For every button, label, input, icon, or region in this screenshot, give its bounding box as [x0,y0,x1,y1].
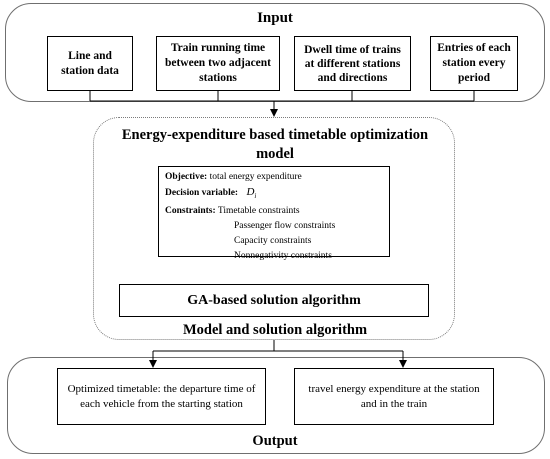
input-box-dwell-time: Dwell time of trains at different statio… [294,36,411,91]
input-box-station-entries: Entries of each station every period [430,36,518,91]
input-title: Input [257,10,293,26]
decision-variable-symbol: Di [246,186,257,201]
objective-text: total energy expenditure [209,172,302,182]
decision-variable-label: Decision variable: [165,188,239,198]
ga-algorithm-box: GA-based solution algorithm [119,284,429,317]
output-box-energy-expenditure: travel energy expenditure at the station… [294,368,494,425]
decision-variable-row: Decision variable: Di [165,185,383,204]
objective-label: Objective: [165,172,208,182]
model-formulation-box: Objective: total energy expenditure Deci… [158,166,390,261]
model-title: Energy-expenditure based timetable optim… [121,127,429,162]
model-group [93,117,455,340]
constraint-item: Nonnegativity constraints [234,251,332,262]
constraint-item: Capacity constraints [234,236,312,247]
constraints-row: Constraints: Timetable constraints [165,204,383,219]
objective-row: Objective: total energy expenditure [165,170,383,185]
input-box-running-time: Train running time between two adjacent … [156,36,280,91]
model-caption: Model and solution algorithm [182,322,368,338]
output-box-optimized-timetable: Optimized timetable: the departure time … [57,368,266,425]
input-box-line-station-data: Line and station data [47,36,133,91]
constraint-item: Timetable constraints [217,206,300,217]
output-title: Output [252,433,298,449]
constraint-item: Passenger flow constraints [234,221,336,232]
output-group [7,357,545,454]
constraints-label: Constraints: [165,206,216,217]
